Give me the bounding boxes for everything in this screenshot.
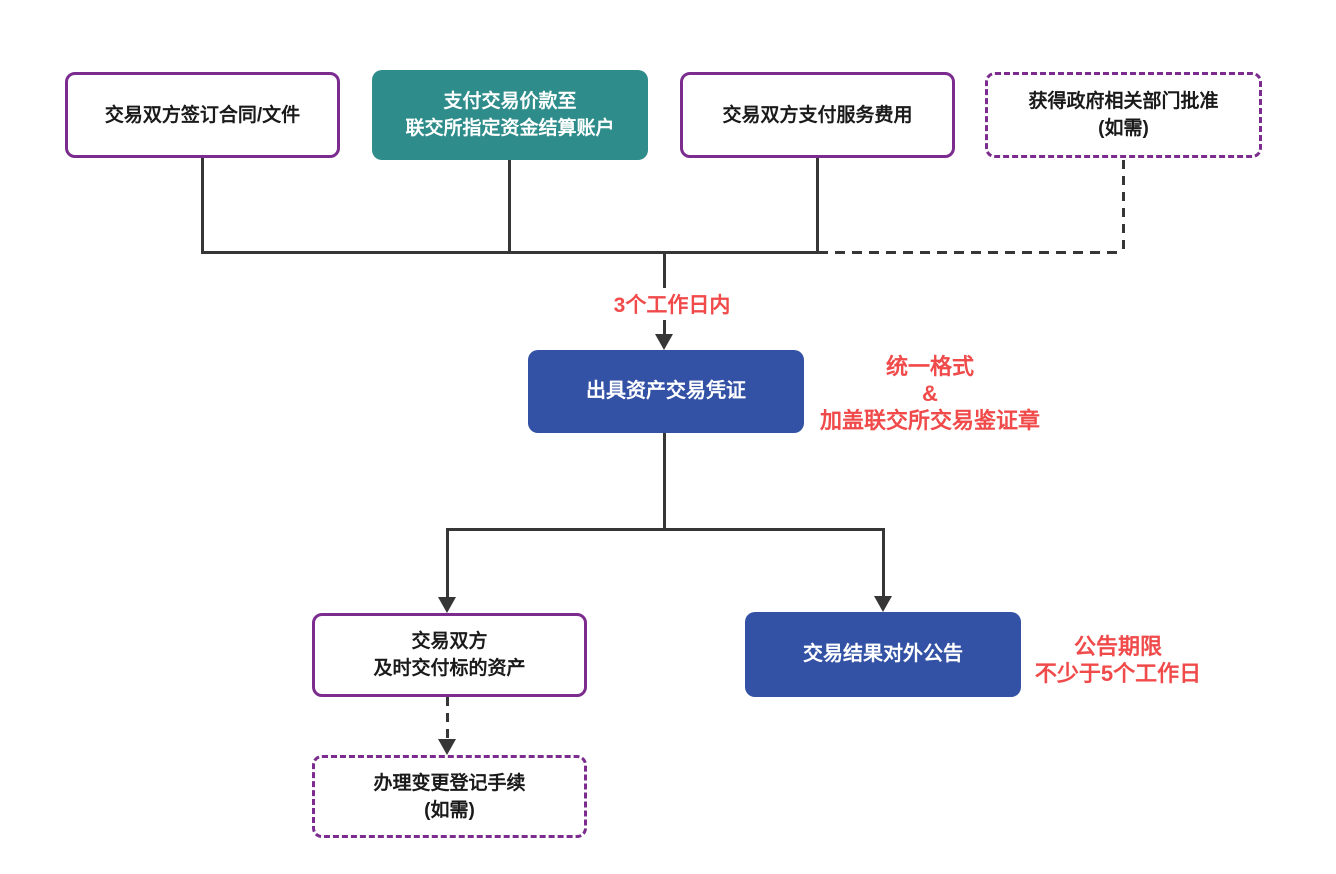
arrowhead-down-change-registration [438, 739, 456, 755]
node-sign-contract: 交易双方签订合同/文件 [65, 72, 340, 158]
node-announce-result: 交易结果对外公告 [745, 612, 1021, 697]
connector-certificate-down [663, 433, 666, 530]
connector-gov-approval-down-dashed [1122, 160, 1125, 253]
note-certificate-line1: 统一格式 [885, 354, 974, 379]
node-issue-certificate-label: 出具资产交易凭证 [586, 380, 746, 402]
node-sign-contract-label: 交易双方签订合同/文件 [104, 104, 301, 126]
node-deliver-assets-label-line1: 交易双方 [411, 631, 488, 652]
note-announcement: 公告期限 不少于5个工作日 [1028, 633, 1208, 687]
connector-merge-bar-solid [201, 251, 818, 254]
node-change-registration-label-line1: 办理变更登记手续 [373, 772, 526, 794]
node-issue-certificate: 出具资产交易凭证 [528, 350, 804, 433]
connector-merge-bar-dashed [818, 251, 1124, 254]
connector-branch-bar [447, 528, 885, 531]
connector-pay-service-fee-down [816, 158, 819, 253]
node-deliver-assets-label-line2: 及时交付标的资产 [373, 658, 526, 679]
node-change-registration-label-line2: (如需) [424, 799, 475, 821]
node-deliver-assets: 交易双方 及时交付标的资产 [312, 613, 587, 697]
label-deadline: 3个工作日内 [597, 288, 747, 320]
connector-pay-price-down [508, 160, 511, 253]
node-gov-approval: 获得政府相关部门批准 (如需) [985, 72, 1262, 158]
node-change-registration: 办理变更登记手续 (如需) [312, 755, 587, 838]
arrowhead-down-deliver-assets [438, 597, 456, 613]
note-announcement-line1: 公告期限 [1073, 634, 1162, 659]
node-pay-price-label-line1: 支付交易价款至 [443, 91, 577, 112]
note-certificate-line2: & [922, 381, 938, 406]
node-pay-service-fee-label: 交易双方支付服务费用 [722, 104, 913, 126]
connector-sign-contract-down [201, 158, 204, 253]
node-announce-result-label: 交易结果对外公告 [803, 643, 963, 665]
node-pay-service-fee: 交易双方支付服务费用 [680, 72, 955, 158]
note-announcement-line2: 不少于5个工作日 [1034, 661, 1202, 686]
connector-branch-left-down [446, 528, 449, 598]
arrowhead-down-certificate [655, 334, 673, 350]
node-gov-approval-label-line1: 获得政府相关部门批准 [1028, 91, 1219, 112]
connector-branch-right-down [882, 528, 885, 597]
node-gov-approval-label-line2: (如需) [1098, 118, 1149, 139]
note-certificate-line3: 加盖联交所交易鉴证章 [819, 408, 1040, 433]
node-pay-price: 支付交易价款至 联交所指定资金结算账户 [372, 70, 648, 160]
node-pay-price-label-line2: 联交所指定资金结算账户 [405, 118, 615, 139]
note-certificate: 统一格式 & 加盖联交所交易鉴证章 [798, 353, 1062, 434]
connector-deliver-to-registration-dashed [446, 697, 449, 739]
arrowhead-down-announce-result [874, 596, 892, 612]
